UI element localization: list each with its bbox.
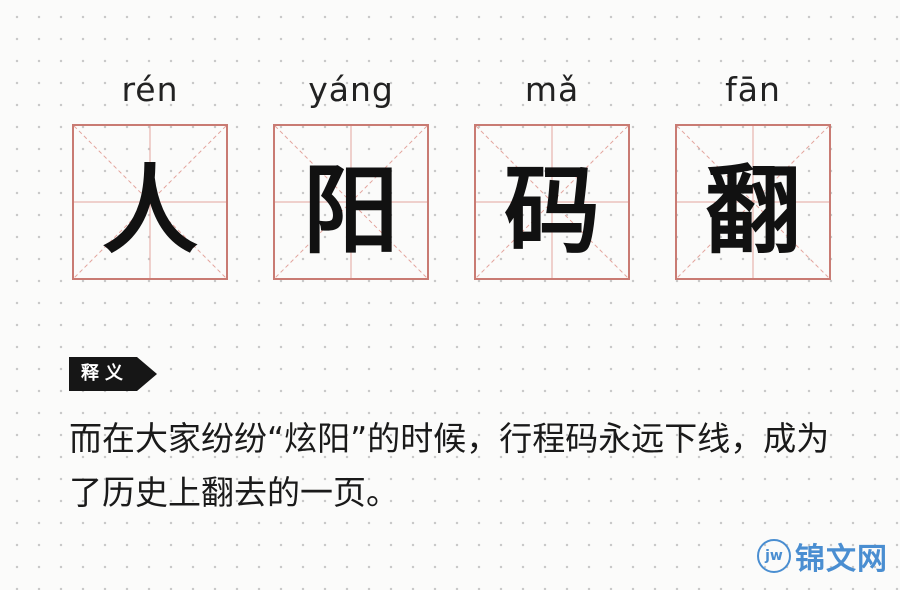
grid-guide-lines xyxy=(275,126,427,278)
character-glyph: 阳 xyxy=(303,153,399,267)
pinyin-label: mǎ xyxy=(524,70,580,109)
watermark-logo-icon: jw xyxy=(757,539,791,573)
definition-section-tag: 释义 xyxy=(69,357,157,391)
grid-guide-lines xyxy=(677,126,829,278)
definition-text: 而在大家纷纷“炫阳”的时候，行程码永远下线，成为了历史上翻去的一页。 xyxy=(69,419,830,512)
watermark-text: 锦文网 xyxy=(795,542,888,577)
pinyin-label: yáng xyxy=(308,70,394,109)
tianzige-box: 翻 xyxy=(675,124,831,280)
grid-guide-lines xyxy=(74,126,226,278)
pinyin-label: rén xyxy=(121,70,179,109)
tianzige-box: 阳 xyxy=(273,124,429,280)
tianzige-box: 码 xyxy=(474,124,630,280)
character-glyph: 翻 xyxy=(705,153,801,267)
tianzige-box: 人 xyxy=(72,124,228,280)
grid-guide-lines xyxy=(476,126,628,278)
arrow-tip-shape xyxy=(137,357,157,391)
character-row: rén 人 yáng 阳 mǎ xyxy=(72,70,831,280)
section-tag-label: 释义 xyxy=(69,357,137,391)
site-watermark: jw 锦文网 xyxy=(757,536,888,577)
pinyin-label: fān xyxy=(725,70,781,109)
character-glyph: 人 xyxy=(102,153,198,267)
character-glyph: 码 xyxy=(504,153,600,267)
